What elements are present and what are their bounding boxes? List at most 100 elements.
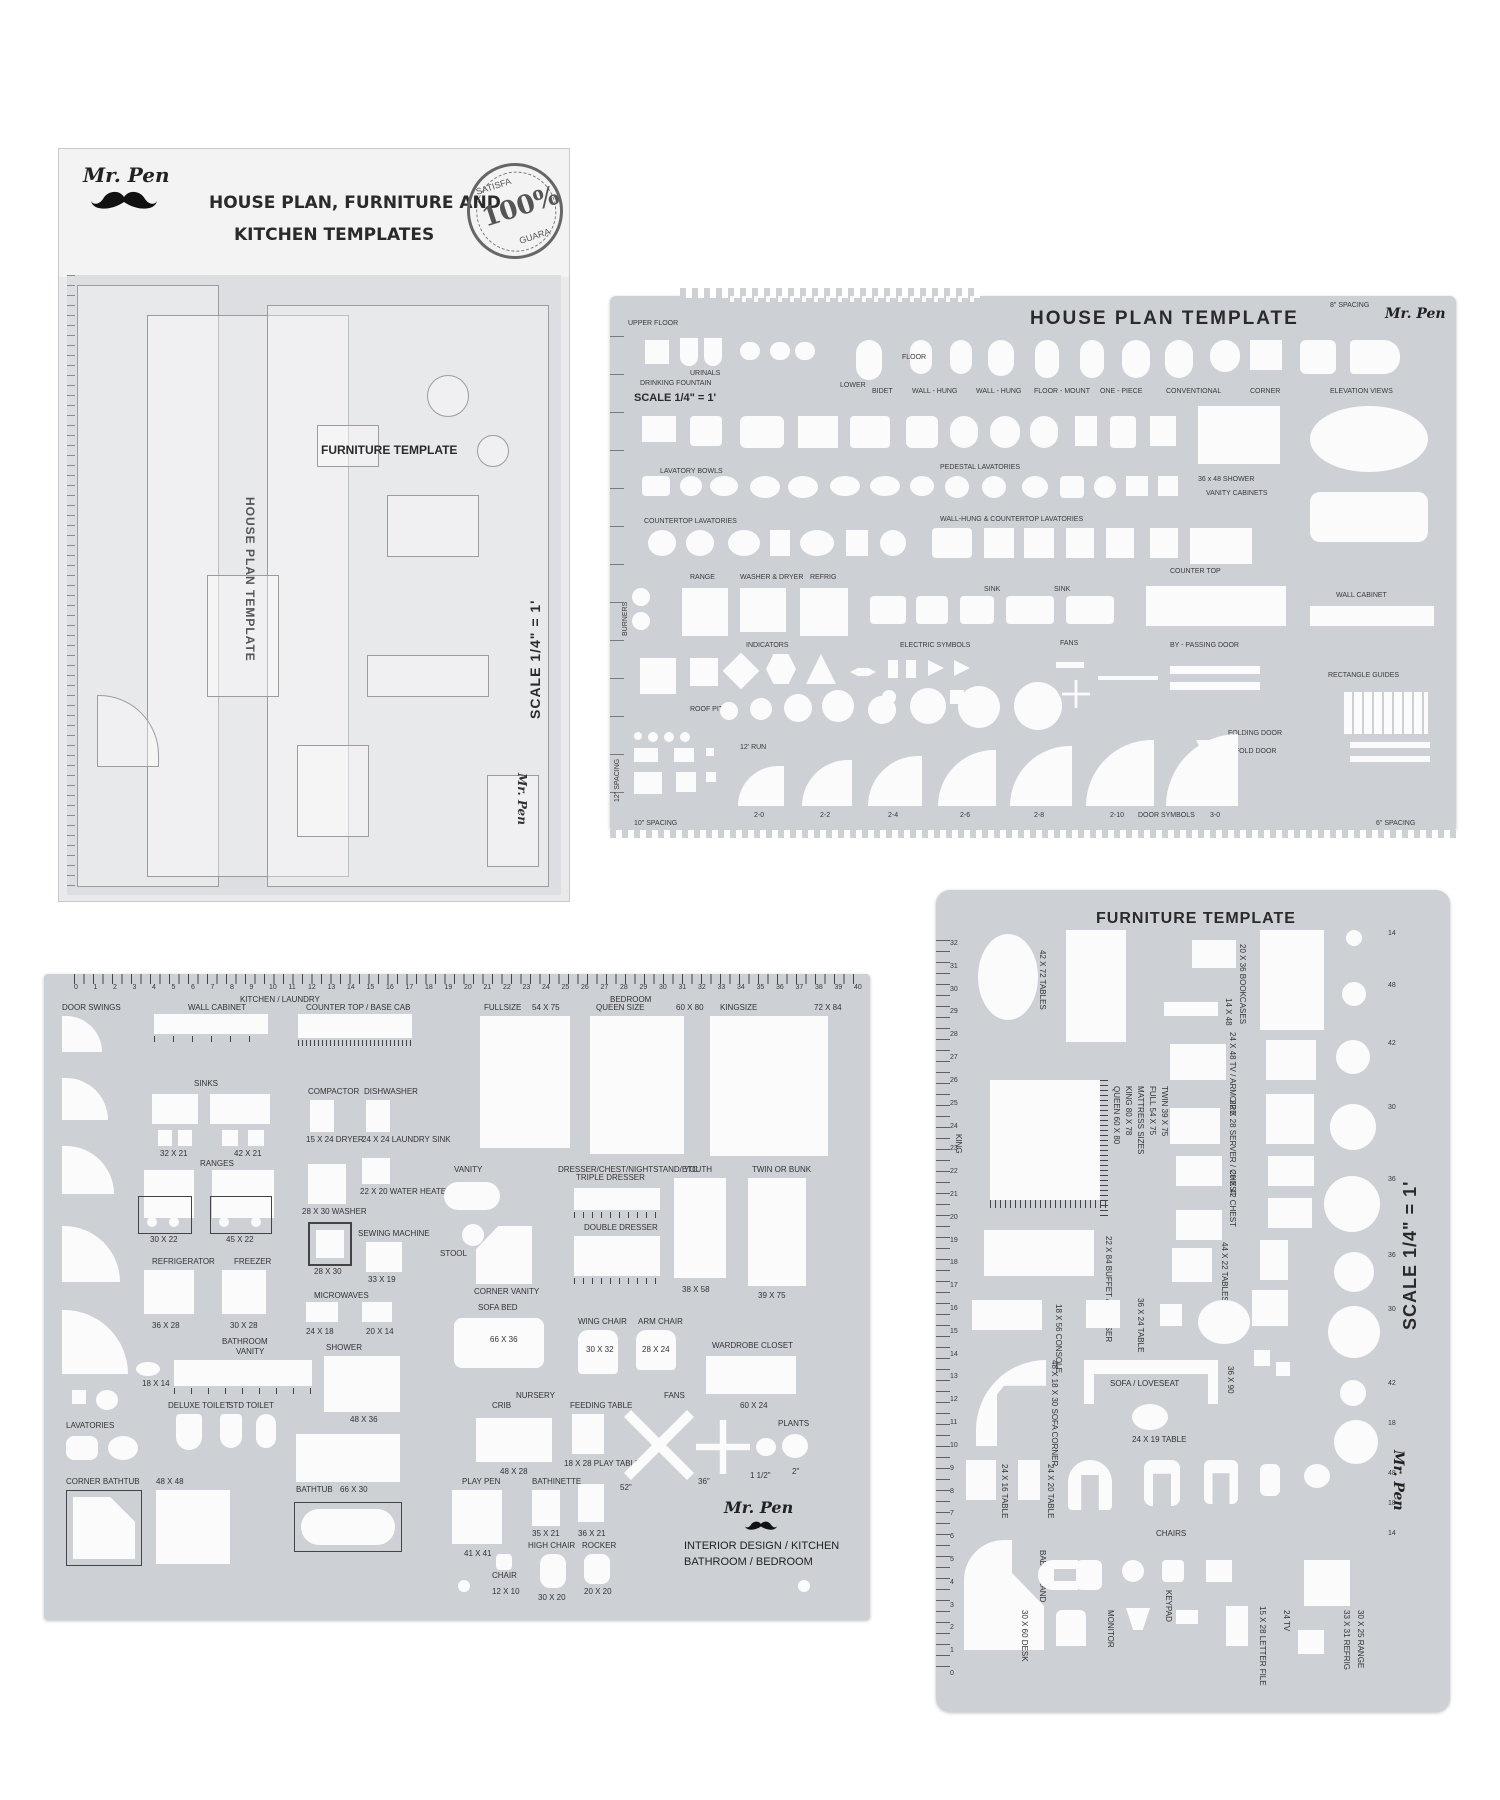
side-spacing-label: 12" SPACING (614, 758, 621, 802)
label-monitor: MONITOR (1106, 1610, 1115, 1648)
circle-size-label: 48 (1388, 1470, 1396, 1477)
label-60x24: 60 x 24 (740, 1401, 768, 1410)
interior-ruler-number: 8 (230, 984, 234, 991)
satisfaction-seal: 100% SATISFA GUARA (454, 150, 576, 272)
interior-ruler-number: 14 (347, 984, 355, 991)
interior-ruler-number: 28 (620, 984, 628, 991)
label-play-pen: PLAY PEN (462, 1477, 501, 1486)
label-deluxe-toilet: DELUXE TOILET (168, 1401, 230, 1410)
label-36in: 36" (698, 1477, 710, 1486)
label-chair: CHAIR (492, 1571, 517, 1580)
door-size-4: 2-8 (1034, 812, 1045, 819)
furniture-ruler-number: 18 (950, 1259, 958, 1267)
range-45x22 (210, 1196, 272, 1234)
label-urinals: URINALS (690, 370, 721, 377)
label-by-passing-door: BY - PASSING DOOR (1170, 642, 1239, 649)
label-upper-floor: UPPER FLOOR (628, 320, 679, 327)
furniture-ruler-number: 28 (950, 1031, 958, 1039)
bed-size-full: 54 x 75 (532, 1003, 560, 1012)
furniture-ruler-number: 13 (950, 1373, 958, 1381)
circle-size-label: 18 (1388, 1500, 1396, 1507)
label-door-symbols: DOOR SYMBOLS (1138, 812, 1195, 819)
label-lavatories: LAVATORIES (66, 1421, 115, 1430)
furniture-ruler-number: 0 (950, 1670, 954, 1677)
door-size-2: 2-4 (888, 812, 899, 819)
top-spacing-label: 8" SPACING (1330, 302, 1370, 309)
label-range: RANGE (690, 574, 715, 581)
furniture-ruler-number: 32 (950, 940, 958, 947)
label-1-1-2in: 1 1/2" (750, 1471, 771, 1480)
interior-ruler-number: 7 (210, 984, 215, 991)
label-conventional: CONVENTIONAL (1166, 388, 1222, 395)
furniture-ruler-number: 17 (950, 1282, 958, 1290)
furniture-ruler-number: 5 (950, 1555, 954, 1563)
interior-ruler-number: 24 (542, 984, 550, 991)
furniture-scale: SCALE 1/4" = 1' (1400, 1180, 1420, 1330)
package-header: Mr. Pen HOUSE PLAN, FURNITURE AND KITCHE… (59, 149, 576, 277)
label-38x58: 38 x 58 (682, 1285, 710, 1294)
label-table-24x19: 24 x 19 TABLE (1132, 1435, 1187, 1444)
furniture-ruler-number: 3 (950, 1601, 954, 1609)
label-wardrobe-closet: WARDROBE CLOSET (712, 1341, 794, 1350)
label-washer-dryer: WASHER & DRYER (740, 574, 804, 581)
label-feeding-table: FEEDING TABLE (570, 1401, 633, 1410)
label-freezer: FREEZER (234, 1257, 272, 1266)
label-36x21: 36 x 21 (578, 1529, 606, 1538)
interior-ruler-number: 18 (425, 984, 433, 991)
interior-ruler-number: 6 (191, 984, 195, 991)
label-floor-mount: FLOOR - MOUNT (1034, 388, 1090, 395)
label-chest: 20 x 42 CHEST (1228, 1170, 1237, 1227)
range-30x22 (138, 1196, 192, 1234)
door-size-5: 2-10 (1110, 812, 1125, 819)
header-queen: QUEEN SIZE (596, 1003, 645, 1012)
corner-bathtub (66, 1490, 142, 1566)
door-size-3: 2-6 (960, 812, 971, 819)
interior-ruler-number: 0 (74, 984, 78, 991)
house-plan-scale: SCALE 1/4" = 1' (634, 392, 717, 404)
package-inner-scale: SCALE 1/4" = 1' (527, 599, 543, 719)
circle-size-label: 14 (1388, 930, 1396, 937)
furniture-ruler-number: 25 (950, 1099, 958, 1107)
interior-ruler-number: 5 (171, 984, 176, 991)
interior-ruler-number: 12 (308, 984, 316, 991)
label-counter-top: COUNTER TOP (1170, 568, 1221, 575)
label-corner: CORNER (1250, 388, 1281, 395)
label-66x30: 66 x 30 (340, 1485, 368, 1494)
label-wing-chair: WING CHAIR (578, 1317, 627, 1326)
interior-ruler-number: 31 (678, 984, 687, 991)
label-fans: FANS (1060, 640, 1079, 647)
label-range-30x25: 30 x 25 RANGE (1356, 1610, 1365, 1669)
label-30x32: 30 x 32 (586, 1345, 614, 1354)
interior-ruler-number: 36 (776, 984, 784, 991)
bathtub-outline (294, 1502, 402, 1552)
furniture-ruler-number: 10 (950, 1441, 958, 1449)
label-drinking-fountain: DRINKING FOUNTAIN (640, 380, 712, 387)
furniture-ruler-number: 12 (950, 1396, 958, 1404)
mustache-icon (91, 191, 157, 209)
interior-ruler-number: 35 (756, 984, 765, 991)
label-refrig-33x31: 33 x 31 REFRIG (1342, 1610, 1351, 1671)
interior-ruler-number: 21 (483, 984, 492, 991)
furniture-ruler-number: 23 (950, 1145, 958, 1153)
sofa-corner (976, 1360, 1046, 1446)
label-12-run: 12' RUN (740, 744, 767, 751)
label-fans-interior: FANS (664, 1391, 685, 1400)
label-letter-file: 15 x 28 LETTER FILE (1258, 1606, 1267, 1686)
label-vanity-bed: VANITY (454, 1165, 483, 1174)
label-42x21: 42 x 21 (234, 1149, 262, 1158)
label-floor: FLOOR (902, 354, 927, 361)
house-plan-title: HOUSE PLAN TEMPLATE (1030, 308, 1299, 329)
furniture-ruler-number: 8 (950, 1487, 954, 1495)
furniture-brand: Mr. Pen (1390, 1450, 1406, 1511)
furniture-ruler-number: 24 (950, 1122, 958, 1130)
label-36x90: 36 x 90 (1226, 1366, 1235, 1394)
label-52in: 52" (620, 1483, 632, 1492)
label-28x30: 28 x 30 (314, 1267, 342, 1276)
interior-ruler-number: 26 (581, 984, 589, 991)
interior-ruler-number: 29 (639, 984, 648, 991)
package-inner-house: HOUSE PLAN TEMPLATE (243, 497, 257, 662)
label-20x14: 20 x 14 (366, 1327, 394, 1336)
label-rocker: ROCKER (582, 1541, 617, 1550)
furniture-ruler-number: 31 (950, 962, 958, 970)
furniture-ruler-number: 19 (950, 1236, 958, 1244)
